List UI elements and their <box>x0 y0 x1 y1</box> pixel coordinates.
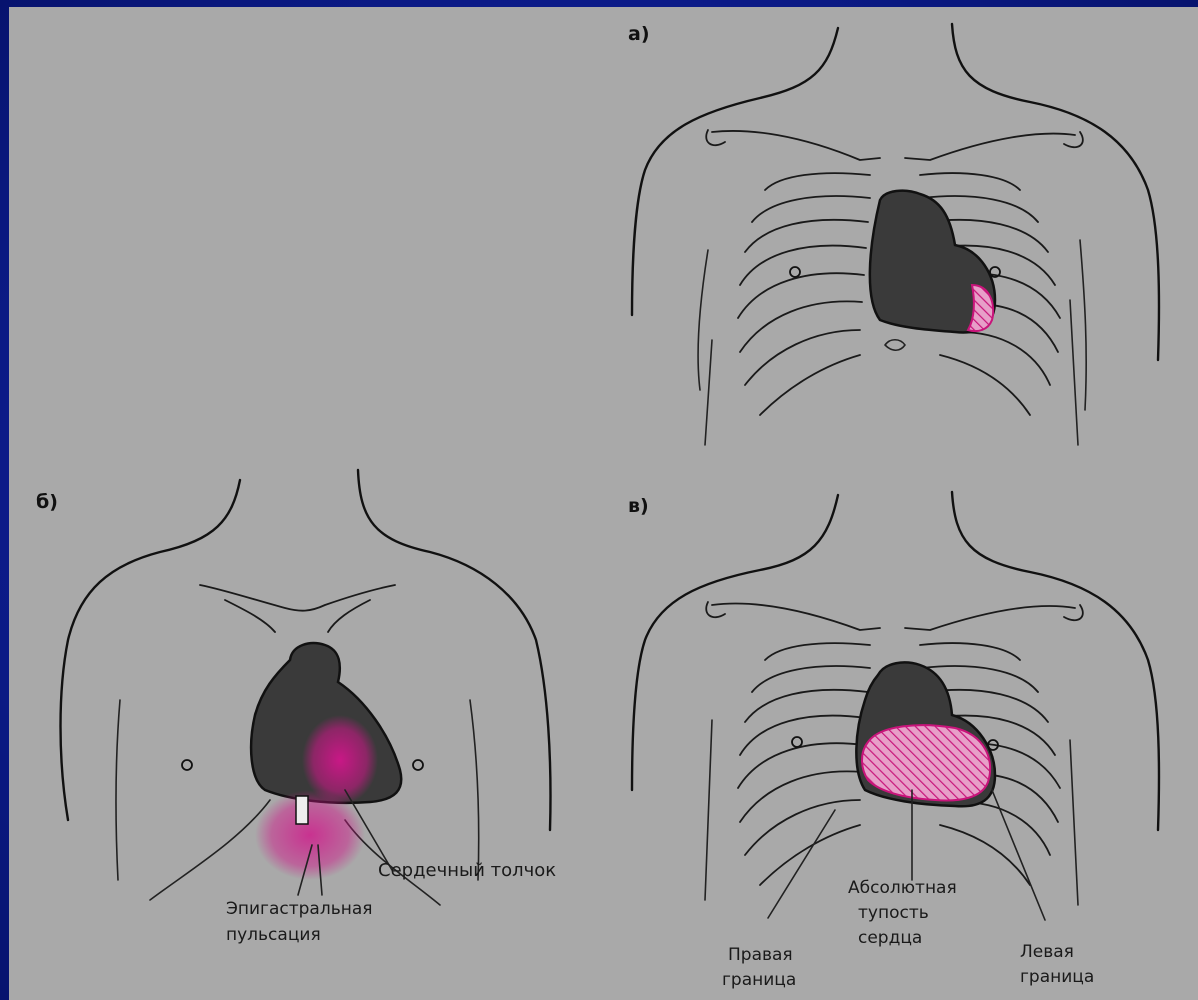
label-left-border-1: Левая <box>1020 942 1074 962</box>
epigastric-area <box>255 790 365 880</box>
label-cardiac-impulse: Сердечный толчок <box>378 860 556 881</box>
label-absolute-3: сердца <box>858 928 922 948</box>
label-left-border-2: граница <box>1020 967 1094 987</box>
figure-v-letter: в) <box>628 495 649 517</box>
absolute-dullness-area <box>862 725 990 800</box>
figure-v: в) <box>628 492 1159 990</box>
label-right-border-2: граница <box>722 970 796 990</box>
figure-a: а) <box>628 23 1159 445</box>
label-right-border-1: Правая <box>728 945 793 965</box>
label-epigastric-2: пульсация <box>226 925 321 945</box>
figure-b: б) Сердечный толчок Эпигастральная <box>36 470 556 945</box>
figure-b-letter: б) <box>36 491 58 513</box>
label-epigastric-1: Эпигастральная <box>226 899 372 919</box>
figure-a-letter: а) <box>628 23 650 45</box>
label-absolute-2: тупость <box>858 903 929 923</box>
label-absolute-1: Абсолютная <box>848 878 957 898</box>
